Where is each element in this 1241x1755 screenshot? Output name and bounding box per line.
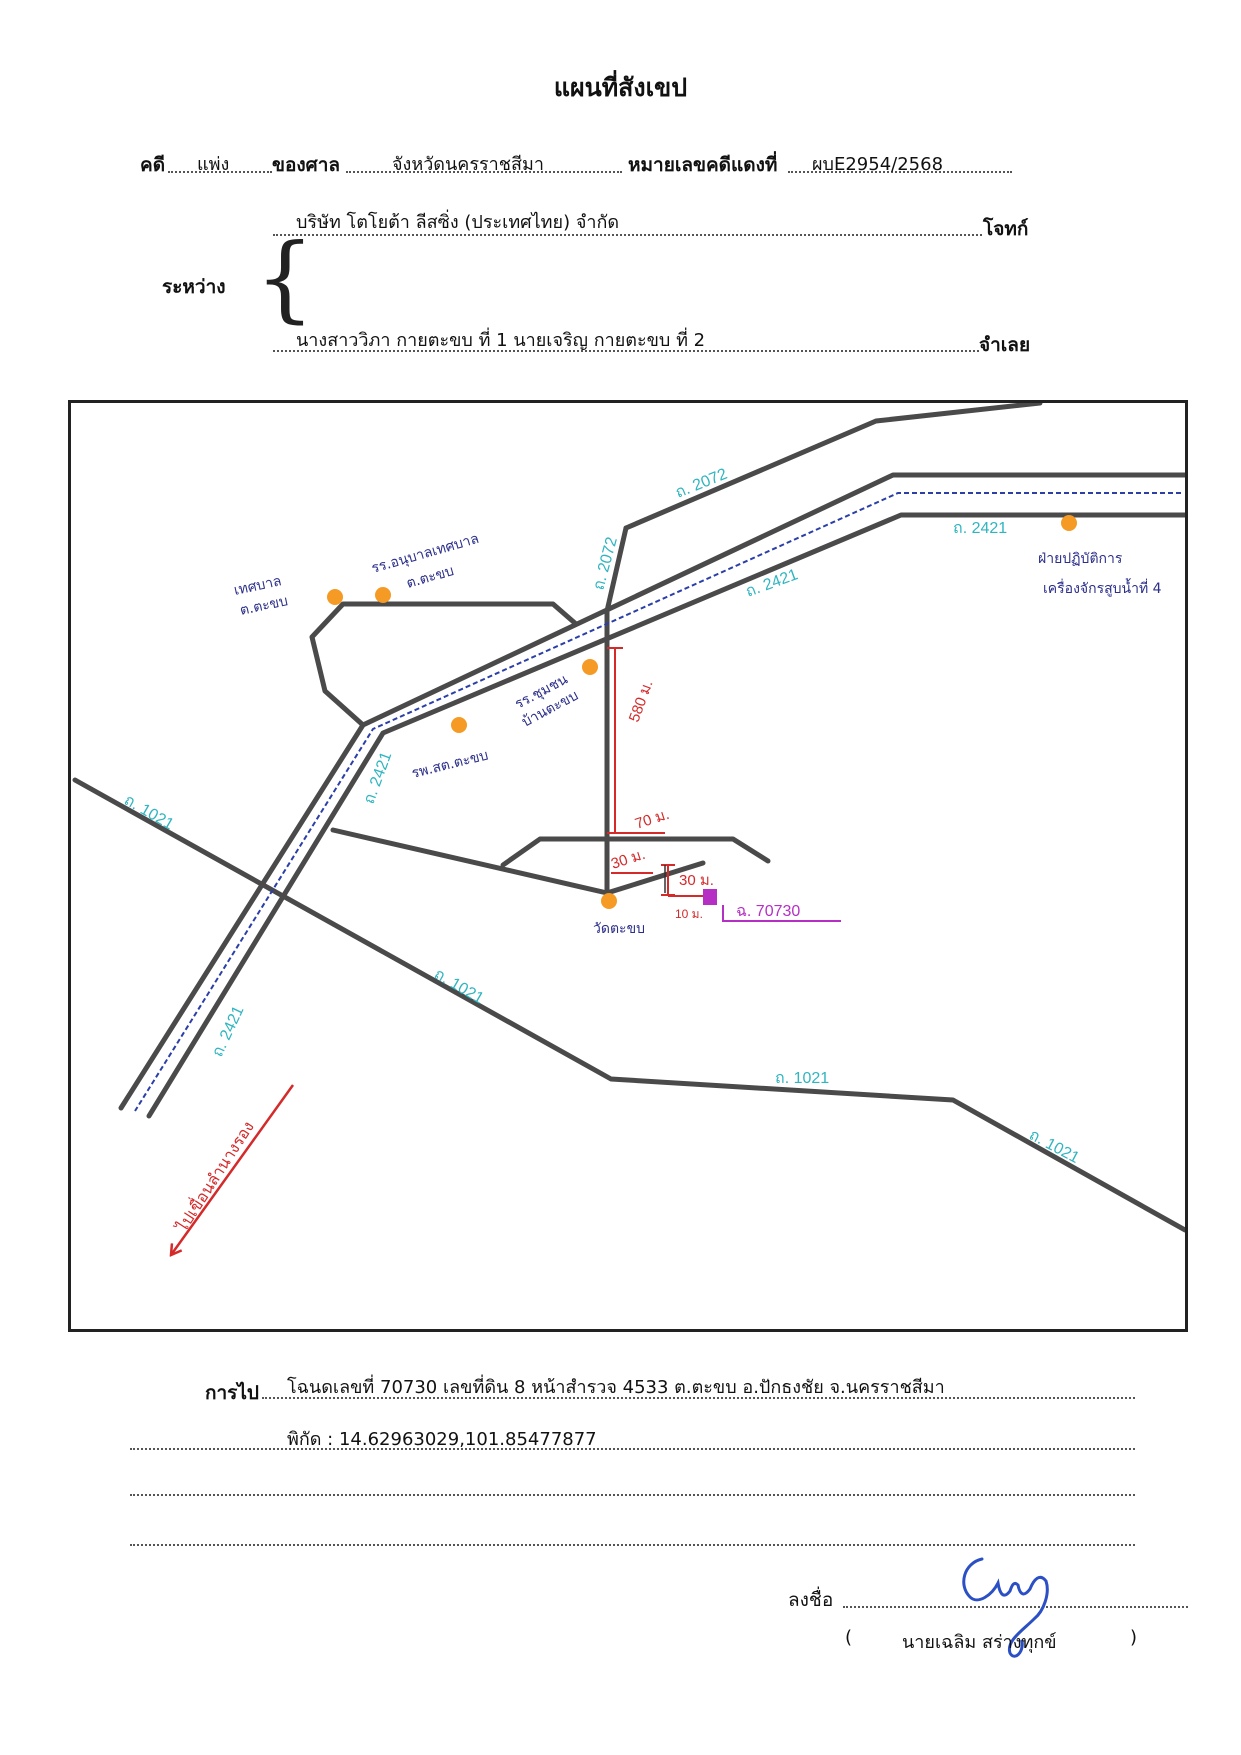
road-2421-lower-edge — [146, 512, 1185, 1119]
marker-municipality-icon — [327, 589, 343, 605]
direction-arrow — [171, 1084, 295, 1255]
court-name-line — [346, 171, 622, 173]
label-10m: 10 ม. — [675, 907, 703, 921]
parcel-box-icon — [703, 889, 717, 905]
court-label: ของศาล — [272, 154, 341, 176]
red-no-line — [788, 171, 1012, 173]
plaintiff-line — [273, 234, 982, 236]
label-road-1021-mid: ถ. 1021 — [431, 966, 487, 1008]
road-municipality — [309, 601, 579, 728]
label-municipality-2: ต.ตะขบ — [239, 593, 290, 619]
signature-open-paren: ( — [845, 1627, 853, 1648]
route-line-2: พิกัด : 14.62963029,101.85477877 — [287, 1429, 597, 1450]
label-irrigation-1: ฝ่ายปฏิบัติการ — [1038, 551, 1123, 567]
page-title: แผนที่สังเขป — [553, 73, 688, 102]
plaintiff-label: โจทก์ — [983, 218, 1029, 240]
label-580m: 580 ม. — [626, 678, 657, 724]
signature-scribble — [962, 1557, 1049, 1658]
label-road-2421-right: ถ. 2421 — [953, 520, 1007, 537]
defendant-label: จำเลย — [979, 334, 1031, 356]
signature-label: ลงชื่อ — [788, 1589, 834, 1611]
route-line-1: โฉนดเลขที่ 70730 เลขที่ดิน 8 หน้าสำรวจ 4… — [287, 1377, 945, 1398]
case-label: คดี — [140, 154, 166, 176]
sketch-map: ถ. 2072 ถ. 2072 ถ. 2421 ถ. 2421 ถ. 2421 … — [68, 400, 1188, 1332]
label-parcel: ฉ. 70730 — [736, 903, 800, 920]
label-temple: วัดตะขบ — [593, 921, 645, 937]
red-no: ผบE2954/2568 — [812, 154, 944, 175]
brace-icon: { — [255, 224, 315, 333]
measurement-lines — [171, 647, 703, 1255]
signature-line — [843, 1606, 1188, 1608]
route-dotline-3 — [130, 1494, 1135, 1496]
label-30m-a: 30 ม. — [609, 846, 647, 873]
marker-kindergarten-icon — [375, 587, 391, 603]
label-road-1021-lower: ถ. 1021 — [775, 1070, 829, 1087]
route-dotline-2 — [130, 1448, 1135, 1450]
defendant-line — [273, 350, 979, 352]
route-dotline-1 — [262, 1397, 1135, 1399]
label-direction: ไปเขื่อนลำนางรอง — [170, 1117, 258, 1237]
plaintiff-name: บริษัท โตโยต้า ลีสซิ่ง (ประเทศไทย) จำกัด — [296, 212, 620, 233]
river — [134, 492, 1181, 1112]
label-70m: 70 ม. — [633, 806, 671, 833]
marker-temple-icon — [601, 893, 617, 909]
road-temple-east — [604, 860, 706, 896]
red-no-label: หมายเลขคดีแดงที่ — [628, 154, 778, 176]
defendant-name: นางสาววิภา กายตะขบ ที่ 1 นายเจริญ กายตะข… — [296, 330, 706, 351]
signature-name: นายเฉลิม สร่างทุกข์ — [902, 1632, 1057, 1653]
signature-close-paren: ) — [1130, 1627, 1138, 1648]
parcel-70730 — [703, 889, 841, 922]
route-dotline-4 — [130, 1544, 1135, 1546]
road-network — [72, 403, 1185, 1233]
road-temple-west — [330, 827, 610, 896]
case-type: แพ่ง — [197, 154, 230, 175]
label-30m-b: 30 ม. — [679, 872, 714, 889]
location-markers — [327, 515, 1077, 909]
map-drawing: ถ. 2072 ถ. 2072 ถ. 2421 ถ. 2421 ถ. 2421 … — [72, 403, 1185, 1329]
between-label: ระหว่าง — [162, 276, 226, 298]
route-label: การไป — [205, 1382, 259, 1404]
marker-school-icon — [582, 659, 598, 675]
road-2072-vertical — [604, 525, 629, 896]
marker-irrigation-icon — [1061, 515, 1077, 531]
label-irrigation-2: เครื่องจักรสูบน้ำที่ 4 — [1043, 578, 1162, 597]
road-2421-upper-edge — [118, 472, 1185, 1111]
court-name: จังหวัดนครราชสีมา — [392, 154, 544, 175]
marker-health-center-icon — [451, 717, 467, 733]
case-type-line — [168, 171, 272, 173]
road-temple-triangle — [500, 836, 771, 868]
road-1021-west — [72, 777, 1185, 1233]
label-health-center: รพ.สต.ตะขบ — [410, 747, 490, 781]
label-kindergarten-2: ต.ตะขบ — [405, 563, 456, 592]
road-2072 — [623, 403, 1043, 531]
